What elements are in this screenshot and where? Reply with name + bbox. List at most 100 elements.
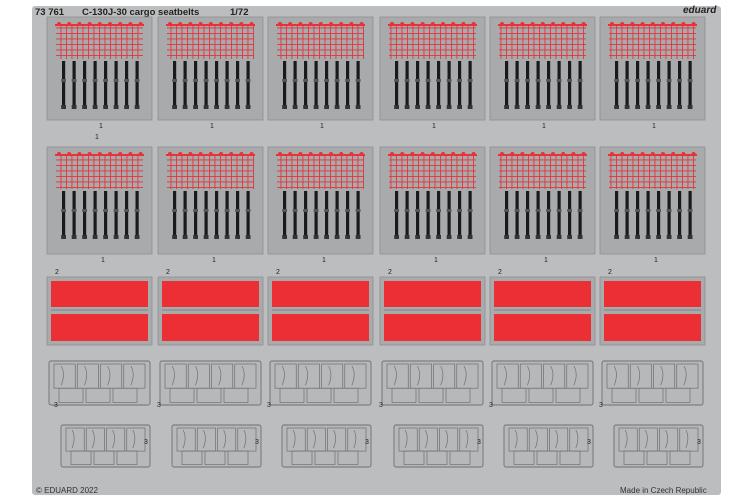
net-peg — [540, 152, 545, 156]
cargo-net — [609, 25, 696, 59]
belt-end — [394, 235, 399, 239]
net-panel-part: 1 — [379, 16, 486, 130]
belt-buckle — [203, 79, 209, 82]
net-peg — [630, 22, 635, 26]
belt-end — [324, 235, 329, 239]
frame-lower-cell — [536, 450, 558, 465]
frame-lower-cell — [333, 387, 359, 403]
cargo-net — [499, 25, 586, 59]
net-peg — [128, 22, 133, 26]
part-number-label: 2 — [498, 269, 502, 276]
belt-buckle — [436, 79, 441, 82]
seatbelt-strap — [194, 61, 198, 109]
belt-end — [235, 235, 240, 239]
belt-end — [355, 235, 361, 239]
net-peg — [551, 152, 555, 156]
frame-lower-cell — [559, 450, 581, 465]
part-number-label: 2 — [608, 269, 612, 276]
belt-buckle — [182, 79, 188, 82]
net-peg — [691, 152, 696, 156]
belt-end — [92, 105, 98, 109]
net-peg — [138, 152, 143, 156]
part-number-label: 3 — [477, 439, 481, 446]
net-peg — [318, 22, 323, 26]
net-panel-part: 11 — [46, 134, 153, 264]
belt-buckle — [535, 79, 541, 82]
seat-pad-part: 2 — [267, 269, 374, 346]
frame-curve — [573, 365, 577, 386]
belt-end — [614, 105, 619, 109]
frame-cell — [659, 427, 679, 452]
belt-buckle — [635, 79, 640, 82]
seat-frame-part — [601, 360, 704, 406]
net-peg — [640, 22, 645, 26]
seatbelt-strap — [72, 61, 76, 109]
net-peg — [400, 152, 405, 156]
net-panel-part: 1 — [157, 146, 264, 264]
belt-end — [82, 105, 87, 109]
net-panel-part: 1 — [267, 146, 374, 264]
belt-buckle — [514, 209, 520, 212]
belt-buckle — [103, 209, 108, 212]
seatbelt-strap — [468, 191, 472, 239]
belt-end — [313, 105, 319, 109]
frame-curve — [84, 365, 88, 386]
seatbelt-strap — [325, 61, 329, 109]
frame-curve — [393, 365, 397, 386]
part-number-label: 3 — [599, 402, 603, 409]
belt-end — [404, 235, 410, 239]
belt-end — [203, 105, 209, 109]
seatbelt-strap — [416, 191, 420, 239]
belt-end — [415, 235, 420, 239]
seat-frame-part — [281, 424, 372, 468]
belt-end — [71, 235, 77, 239]
frame-curve — [132, 429, 136, 449]
belt-buckle — [134, 209, 140, 212]
frame-curve — [465, 429, 469, 449]
frame-lower-cell — [623, 450, 645, 465]
belt-buckle — [334, 79, 340, 82]
belt-end — [504, 235, 509, 239]
seat-pad-lower — [494, 314, 591, 341]
belt-end — [124, 235, 129, 239]
net-peg — [168, 152, 172, 156]
belt-buckle — [394, 79, 399, 82]
frame-curve — [241, 365, 245, 386]
seat-frame-part — [171, 424, 262, 468]
net-peg — [219, 22, 223, 26]
frame-curve — [195, 365, 199, 386]
seatbelt-strap — [293, 61, 297, 109]
seatbelt-strap — [93, 191, 97, 239]
net-peg — [249, 152, 254, 156]
net-peg — [451, 22, 456, 26]
belt-end — [535, 105, 541, 109]
frame-lower-cell — [279, 387, 305, 403]
frame-lower-cell — [669, 450, 691, 465]
net-peg — [640, 152, 645, 156]
part-number-label: 3 — [157, 402, 161, 409]
seat-frame-part — [381, 360, 484, 406]
seat-pad-lower — [51, 314, 148, 341]
net-peg — [178, 152, 183, 156]
belt-end — [193, 235, 198, 239]
belt-end — [224, 105, 230, 109]
net-panel-part: 1 — [489, 16, 596, 130]
origin-text: Made in Czech Republic — [620, 486, 707, 495]
belt-end — [172, 105, 177, 109]
belt-buckle — [436, 209, 441, 212]
net-peg — [441, 22, 445, 26]
belt-buckle — [245, 79, 251, 82]
belt-end — [677, 105, 682, 109]
belt-buckle — [92, 209, 98, 212]
seat-frame-part — [48, 360, 151, 406]
frame-curve — [313, 429, 316, 449]
belt-end — [214, 235, 219, 239]
belt-buckle — [82, 209, 87, 212]
seatbelt-strap — [135, 191, 139, 239]
belt-buckle — [577, 209, 583, 212]
belt-buckle — [355, 79, 361, 82]
belt-end — [577, 105, 583, 109]
frame-outline — [171, 424, 262, 468]
belt-end — [172, 235, 177, 239]
